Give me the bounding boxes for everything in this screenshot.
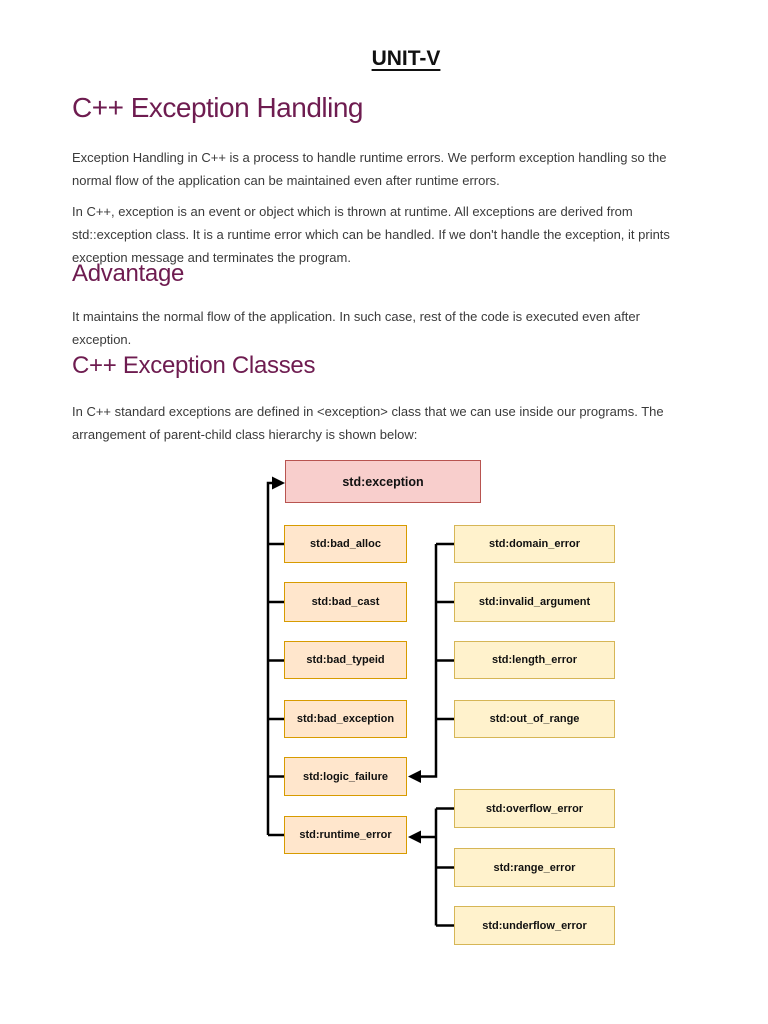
exception-classes-heading: C++ Exception Classes <box>72 352 316 379</box>
advantage-paragraph: It maintains the normal flow of the appl… <box>72 309 640 347</box>
diagram-node-logic-failure: std:logic_failure <box>284 757 407 796</box>
diagram-node-domain-error: std:domain_error <box>454 525 615 563</box>
diagram-node-bad-exception: std:bad_exception <box>284 700 407 738</box>
diagram-node-bad-cast: std:bad_cast <box>284 582 407 622</box>
diagram-node-invalid-argument: std:invalid_argument <box>454 582 615 622</box>
connector-lines <box>266 476 454 927</box>
advantage-heading: Advantage <box>72 260 185 287</box>
unit-title-text: UNIT-V <box>371 47 441 70</box>
exception-classes-paragraph: In C++ standard exceptions are defined i… <box>72 404 664 442</box>
diagram-node-length-error: std:length_error <box>454 641 615 679</box>
class-hierarchy-diagram: std:exception std:bad_alloc std:bad_cast… <box>0 450 768 970</box>
diagram-node-bad-typeid: std:bad_typeid <box>284 641 407 679</box>
diagram-node-underflow-error: std:underflow_error <box>454 906 615 945</box>
diagram-node-runtime-error: std:runtime_error <box>284 816 407 854</box>
page-title: C++ Exception Handling <box>72 92 363 123</box>
intro-paragraph-1: Exception Handling in C++ is a process t… <box>72 150 667 188</box>
unit-title: UNIT-V <box>72 47 740 71</box>
diagram-node-exception: std:exception <box>285 460 481 503</box>
diagram-node-out-of-range: std:out_of_range <box>454 700 615 738</box>
diagram-node-overflow-error: std:overflow_error <box>454 789 615 828</box>
diagram-node-bad-alloc: std:bad_alloc <box>284 525 407 563</box>
diagram-node-range-error: std:range_error <box>454 848 615 887</box>
intro-paragraph-2: In C++, exception is an event or object … <box>72 204 670 265</box>
